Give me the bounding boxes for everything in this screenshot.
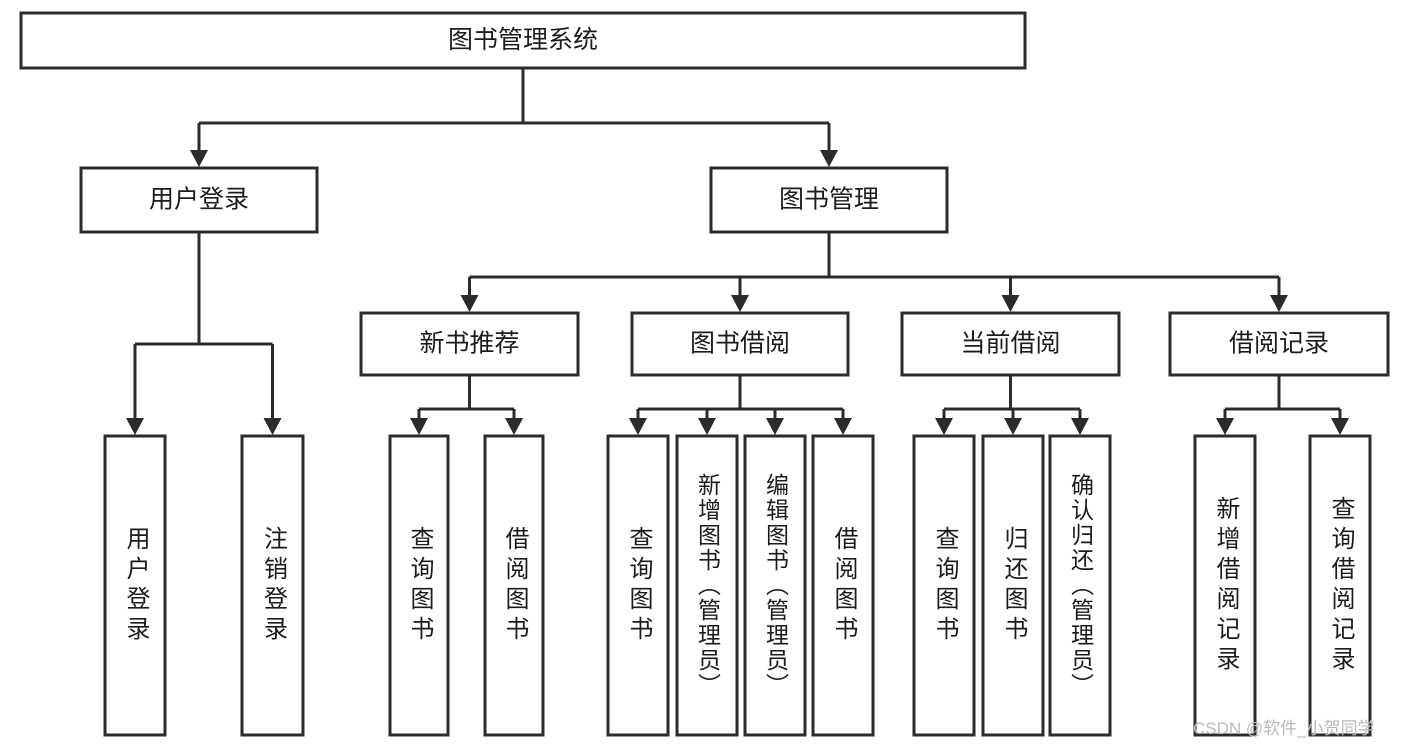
watermark-text: CSDN @软件_小贺同学 (1193, 719, 1375, 738)
arrow-head-icon (834, 418, 852, 435)
arrow-head-icon (1270, 295, 1288, 312)
node-box-leaf-borrow-book[interactable] (811, 434, 875, 737)
node-box-leaf-user-login[interactable] (103, 434, 167, 737)
node-label-current-borrow: 当前借阅 (960, 330, 1060, 358)
node-box-book-manage[interactable] (709, 166, 949, 234)
node-box-leaf-add-borrow-record[interactable] (1193, 434, 1257, 737)
arrow-head-icon (1216, 418, 1234, 435)
edge-group (460, 232, 1288, 312)
arrow-head-icon (126, 418, 144, 435)
node-box-leaf-edit-book[interactable] (743, 434, 807, 737)
node-box-borrow-record[interactable] (1168, 311, 1390, 377)
arrow-head-icon (1004, 418, 1022, 435)
arrow-head-icon (1071, 418, 1089, 435)
edge-group (629, 375, 852, 435)
node-label-new-book-recommend: 新书推荐 (419, 330, 519, 358)
node-box-leaf-return-book[interactable] (981, 434, 1045, 737)
edge-group (126, 232, 282, 435)
edges-layer (126, 68, 1349, 435)
node-box-leaf-confirm-return[interactable] (1048, 434, 1112, 737)
node-box-leaf-query-book-borrow[interactable] (606, 434, 670, 737)
edge-group (935, 375, 1089, 435)
arrow-head-icon (460, 295, 479, 312)
edge-group (1216, 375, 1349, 435)
node-label-book-borrow: 图书借阅 (690, 330, 790, 358)
node-label-root: 图书管理系统 (448, 26, 598, 54)
node-box-leaf-add-book[interactable] (675, 434, 739, 737)
node-box-leaf-query-book-current[interactable] (912, 434, 976, 737)
arrow-head-icon (410, 418, 428, 435)
node-box-current-borrow[interactable] (900, 311, 1121, 377)
arrow-head-icon (1331, 418, 1349, 435)
node-box-new-book-recommend[interactable] (359, 311, 580, 377)
arrow-head-icon (935, 418, 953, 435)
arrow-head-icon (190, 150, 208, 167)
node-box-leaf-query-borrow-record[interactable] (1308, 434, 1372, 737)
arrow-head-icon (766, 418, 784, 435)
arrow-head-icon (731, 295, 749, 312)
node-box-leaf-logout[interactable] (240, 434, 305, 737)
arrow-head-icon (629, 418, 647, 435)
arrow-head-icon (1001, 295, 1020, 312)
arrow-head-icon (820, 150, 838, 167)
node-label-borrow-record: 借阅记录 (1229, 330, 1329, 358)
node-label-user-login: 用户登录 (149, 186, 249, 214)
node-box-user-login[interactable] (79, 166, 319, 234)
node-box-root[interactable] (19, 11, 1027, 70)
node-box-book-borrow[interactable] (630, 311, 850, 377)
edge-group (410, 375, 523, 435)
edge-group (190, 68, 838, 167)
arrow-head-icon (263, 418, 282, 435)
arrow-head-icon (505, 418, 523, 435)
node-label-book-manage: 图书管理 (779, 186, 879, 214)
node-box-leaf-query-book-rec[interactable] (388, 434, 450, 737)
boxes-layer (19, 11, 1390, 737)
arrow-head-icon (698, 418, 716, 435)
node-box-leaf-borrow-book-rec[interactable] (483, 434, 545, 737)
